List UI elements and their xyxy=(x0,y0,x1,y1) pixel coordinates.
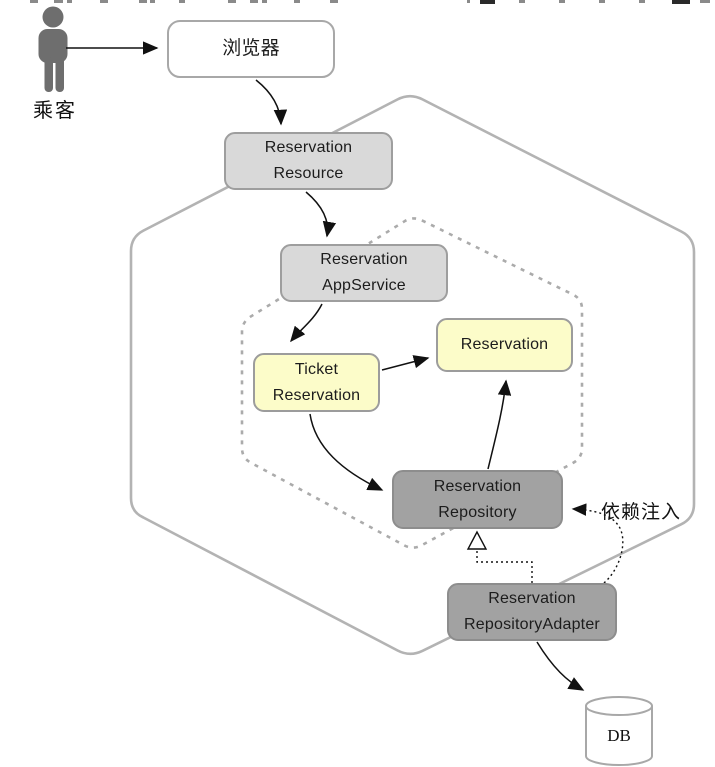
cropped-text-fragment xyxy=(100,0,108,3)
dependency-injection-label: 依赖注入 xyxy=(601,502,682,523)
node-ticket-reservation: Ticket Reservation xyxy=(253,353,380,412)
node-reservation-label: Reservation xyxy=(460,336,549,353)
node-browser: 浏览器 xyxy=(167,20,335,78)
node-browser-label: 浏览器 xyxy=(222,38,280,59)
arrow-browser-to-resource xyxy=(255,79,288,126)
dependency-injection-arrow xyxy=(571,503,624,584)
cropped-text-fragment xyxy=(639,0,645,3)
cropped-text-fragment xyxy=(467,0,470,3)
node-reservation-resource: Reservation Resource xyxy=(224,132,393,190)
node-ticket-line1: Ticket xyxy=(294,360,339,378)
realization-triangle xyxy=(466,530,488,550)
arrow-ticket-to-reservation xyxy=(381,355,430,371)
arrow-repository-to-reservation xyxy=(487,379,512,470)
arrow-resource-to-appservice xyxy=(305,191,337,238)
cropped-text-fragment xyxy=(54,0,63,3)
cropped-text-fragment xyxy=(599,0,605,3)
node-reservation-repository-adapter: Reservation RepositoryAdapter xyxy=(447,583,617,641)
cropped-text-fragment xyxy=(179,0,185,3)
inner-dashed-hexagon xyxy=(240,217,584,549)
cropped-text-fragment xyxy=(700,0,710,3)
outer-hexagon xyxy=(129,94,696,656)
node-ticket-line2: Reservation xyxy=(272,386,361,404)
cropped-text-fragment xyxy=(672,0,690,4)
node-resource-line1: Reservation xyxy=(264,139,353,156)
passenger-icon xyxy=(38,6,68,92)
cropped-text-fragment xyxy=(150,0,155,3)
cropped-text-fragment xyxy=(480,0,495,4)
flow-arrows xyxy=(66,41,585,691)
cropped-text-fragment xyxy=(30,0,38,3)
node-appservice-line2: AppService xyxy=(322,277,406,294)
cropped-text-fragment xyxy=(519,0,525,3)
arrow-ticket-to-repository xyxy=(309,413,384,491)
node-reservation: Reservation xyxy=(436,318,573,372)
cropped-text-fragment xyxy=(228,0,236,3)
realization-link xyxy=(466,530,533,583)
cropped-text-fragment xyxy=(139,0,147,3)
node-repository-line1: Reservation xyxy=(433,477,522,495)
passenger-label: 乘客 xyxy=(33,100,77,122)
cropped-text-fragment xyxy=(67,0,72,3)
database-cylinder xyxy=(585,696,653,766)
node-appservice-line1: Reservation xyxy=(320,251,408,268)
arrow-appservice-to-ticket xyxy=(290,303,323,343)
cropped-text-fragment xyxy=(294,0,300,3)
node-reservation-repository: Reservation Repository xyxy=(392,470,563,529)
cropped-text-fragment xyxy=(262,0,267,3)
cropped-text-fragment xyxy=(559,0,565,3)
cropped-text-fragment xyxy=(250,0,258,3)
node-adapter-line2: RepositoryAdapter xyxy=(464,616,600,633)
node-reservation-appservice: Reservation AppService xyxy=(280,244,448,302)
db-label: DB xyxy=(607,726,631,745)
node-adapter-line1: Reservation xyxy=(488,590,576,607)
node-resource-line2: Resource xyxy=(273,165,344,182)
arrow-adapter-to-db xyxy=(536,641,585,691)
node-repository-line2: Repository xyxy=(438,503,517,521)
cropped-text-fragment xyxy=(330,0,338,3)
